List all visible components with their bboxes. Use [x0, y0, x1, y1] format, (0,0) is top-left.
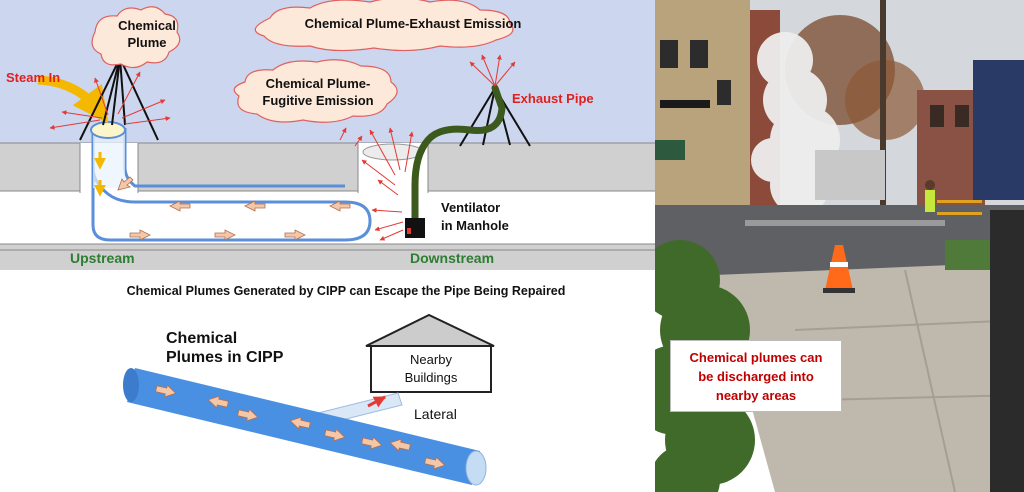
cloud-fugitive-emission-line2: Fugitive Emission: [262, 93, 373, 108]
pipe-flow-arrows: [117, 176, 351, 241]
cloud-fugitive-emission-line1: Chemical Plume-: [266, 76, 371, 91]
bottom-title-line2: Plumes in CIPP: [166, 349, 284, 366]
photo-sidewalk: [715, 262, 1024, 492]
inversion-head: [90, 121, 126, 139]
building-label-line2: Buildings: [405, 370, 458, 385]
building-label-line1: Nearby: [410, 352, 452, 367]
cloud-exhaust-emission: Chemical Plume-Exhaust Emission: [254, 0, 522, 52]
downstream-emission-arrows: [339, 127, 414, 241]
lateral-label: Lateral: [414, 406, 457, 422]
cloud-chemical-plume: Chemical Plume: [91, 6, 181, 69]
photo-traffic-cone: [823, 245, 855, 293]
upstream-emission-arrows: [49, 71, 171, 130]
underground-band: [0, 191, 655, 244]
photo-caption-line2: be discharged into: [698, 368, 814, 384]
ventilator-label-line1: Ventilator: [441, 200, 500, 215]
exhaust-pipe-label: Exhaust Pipe: [512, 91, 594, 106]
lower-ground-strip: [0, 244, 655, 270]
bottom-cipp-diagram: Chemical Plumes in CIPP Nearby Buildings…: [123, 313, 495, 486]
downstream-label: Downstream: [410, 250, 494, 266]
photo-caption-box: Chemical plumes can be discharged into n…: [670, 340, 842, 412]
photo-truck: [815, 150, 885, 200]
top-cipp-diagram: Steam In Chemical Plume Chemical Plume-E…: [0, 0, 655, 270]
exhaust-hose: [411, 84, 506, 222]
middle-caption: Chemical Plumes Generated by CIPP can Es…: [127, 284, 566, 298]
photo-caption-line3: nearby areas: [715, 387, 797, 403]
upstream-label: Upstream: [70, 250, 135, 266]
upstream-tripod: [79, 57, 159, 141]
ventilator-label-line2: in Manhole: [441, 218, 509, 233]
photo-caption-line1: Chemical plumes can: [689, 349, 823, 365]
main-pipe-flow-arrows: [155, 384, 446, 470]
cloud-chemical-plume-line2: Plume: [127, 35, 166, 50]
street-photo: [655, 0, 1024, 492]
exhaust-emission-arrows: [469, 54, 516, 87]
lateral-arrow: [367, 395, 387, 408]
middle-caption-area: Chemical Plumes Generated by CIPP can Es…: [127, 284, 566, 298]
cloud-chemical-plume-line1: Chemical: [118, 18, 176, 33]
cloud-fugitive-emission: Chemical Plume- Fugitive Emission: [233, 59, 398, 123]
nearby-buildings: Nearby Buildings: [365, 313, 495, 393]
bottom-title-line1: Chemical: [166, 330, 237, 347]
steam-in-label: Steam In: [6, 70, 60, 85]
cloud-exhaust-emission-text: Chemical Plume-Exhaust Emission: [305, 16, 522, 31]
